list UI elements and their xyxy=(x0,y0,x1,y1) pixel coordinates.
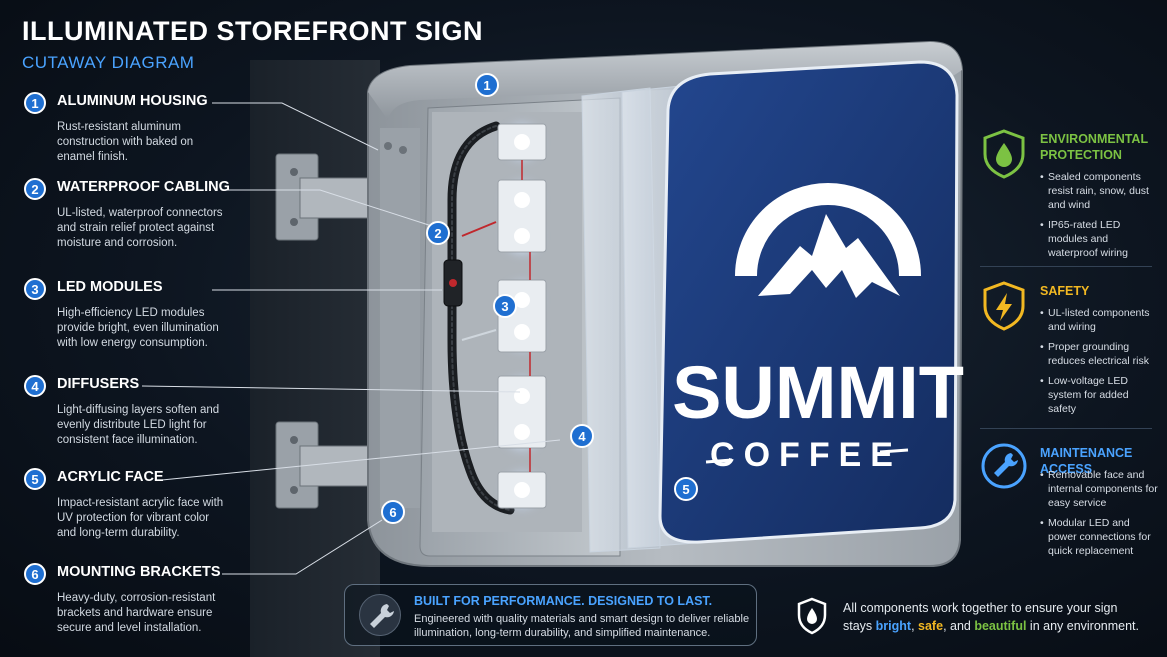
wrench-icon xyxy=(980,440,1028,492)
feature-safety: SAFETY UL-listed components and wiring P… xyxy=(980,280,1160,420)
feature-title: ENVIRONMENTAL PROTECTION xyxy=(1040,132,1148,162)
feature-bullet: Proper grounding reduces electrical risk xyxy=(1040,340,1158,368)
component-title: WATERPROOF CABLING xyxy=(57,179,230,195)
component-description: Impact-resistant acrylic face with UV pr… xyxy=(57,497,224,539)
component-description: Light-diffusing layers soften and evenly… xyxy=(57,404,220,446)
feature-bullets: Removable face and internal components f… xyxy=(1040,468,1158,564)
svg-text:4: 4 xyxy=(578,429,586,444)
performance-title: BUILT FOR PERFORMANCE. DESIGNED TO LAST. xyxy=(414,594,713,608)
water-drop-shield-icon xyxy=(980,128,1028,180)
component-title: ALUMINUM HOUSING xyxy=(57,93,208,109)
feature-title: SAFETY xyxy=(1040,284,1090,298)
component-number: 3 xyxy=(24,278,46,300)
leader-lines xyxy=(141,102,561,575)
component-number: 2 xyxy=(24,178,46,200)
callout-2: 2 xyxy=(426,221,450,245)
note-text: in any environment. xyxy=(1026,619,1139,633)
sign-brand-text: SUMMIT xyxy=(672,351,964,434)
housing-top-edge xyxy=(368,42,962,120)
feature-bullets: UL-listed components and wiring Proper g… xyxy=(1040,306,1158,422)
feature-bullet: UL-listed components and wiring xyxy=(1040,306,1158,334)
feature-environmental-protection: ENVIRONMENTAL PROTECTION Sealed componen… xyxy=(980,128,1160,259)
callout-1: 1 xyxy=(475,73,499,97)
section-divider xyxy=(980,266,1152,267)
feature-bullet: IP65-rated LED modules and waterproof wi… xyxy=(1040,218,1158,260)
feature-bullet: Modular LED and power connections for qu… xyxy=(1040,516,1158,558)
housing-side-wall xyxy=(380,128,420,508)
component-number: 5 xyxy=(24,468,46,490)
wall-surface xyxy=(250,60,380,657)
note-bright: bright xyxy=(875,619,912,633)
lightning-shield-icon xyxy=(980,280,1028,332)
section-divider xyxy=(980,428,1152,429)
sign-sub-text: COFFEE xyxy=(710,436,902,474)
performance-description: Engineered with quality materials and sm… xyxy=(414,613,750,639)
sign-sub-text-row: COFFEE xyxy=(705,436,909,474)
wrench-icon xyxy=(359,594,401,636)
note-separator: , xyxy=(911,619,919,633)
feature-bullet: Sealed components resist rain, snow, dus… xyxy=(1040,170,1158,212)
note-safe: safe xyxy=(918,619,944,633)
callout-4: 4 xyxy=(570,424,594,448)
component-title: MOUNTING BRACKETS xyxy=(57,564,221,580)
mountain-logo-icon xyxy=(735,183,921,298)
component-description: High-efficiency LED modules provide brig… xyxy=(57,307,219,349)
acrylic-face xyxy=(658,60,959,544)
feature-maintenance-access: MAINTENANCE ACCESS Removable face and in… xyxy=(980,440,1160,570)
component-title: ACRYLIC FACE xyxy=(57,469,164,485)
performance-banner: BUILT FOR PERFORMANCE. DESIGNED TO LAST.… xyxy=(344,584,757,646)
svg-text:2: 2 xyxy=(434,226,441,241)
callout-6: 6 xyxy=(381,500,405,524)
diagram-callouts: 1 2 3 4 5 6 xyxy=(381,73,698,524)
component-description: Heavy-duty, corrosion-resistant brackets… xyxy=(57,592,216,634)
note-text: All components work together to ensure y… xyxy=(843,601,1118,633)
svg-text:1: 1 xyxy=(483,78,490,93)
note-separator: , and xyxy=(943,619,975,633)
led-modules xyxy=(497,123,547,509)
feature-bullet: Low-voltage LED system for added safety xyxy=(1040,374,1158,416)
component-number: 6 xyxy=(24,563,46,585)
component-title: DIFFUSERS xyxy=(57,376,140,392)
page-subtitle: CUTAWAY DIAGRAM xyxy=(22,53,195,72)
bottom-note: All components work together to ensure y… xyxy=(843,599,1143,635)
feature-bullets: Sealed components resist rain, snow, dus… xyxy=(1040,170,1158,266)
callout-3: 3 xyxy=(493,294,517,318)
svg-text:6: 6 xyxy=(389,505,396,520)
svg-text:5: 5 xyxy=(682,482,689,497)
feature-bullet: Removable face and internal components f… xyxy=(1040,468,1158,510)
svg-text:3: 3 xyxy=(501,299,508,314)
component-number: 1 xyxy=(24,92,46,114)
mounting-bracket-bottom xyxy=(275,421,413,509)
component-description: Rust-resistant aluminum construction wit… xyxy=(57,121,194,163)
component-title: LED MODULES xyxy=(57,279,163,295)
component-description: UL-listed, waterproof connectors and str… xyxy=(57,207,223,249)
shield-drop-icon xyxy=(797,597,827,635)
page-title: ILLUMINATED STOREFRONT SIGN xyxy=(22,16,483,46)
callout-5: 5 xyxy=(674,477,698,501)
component-number: 4 xyxy=(24,375,46,397)
note-beautiful: beautiful xyxy=(974,619,1027,633)
